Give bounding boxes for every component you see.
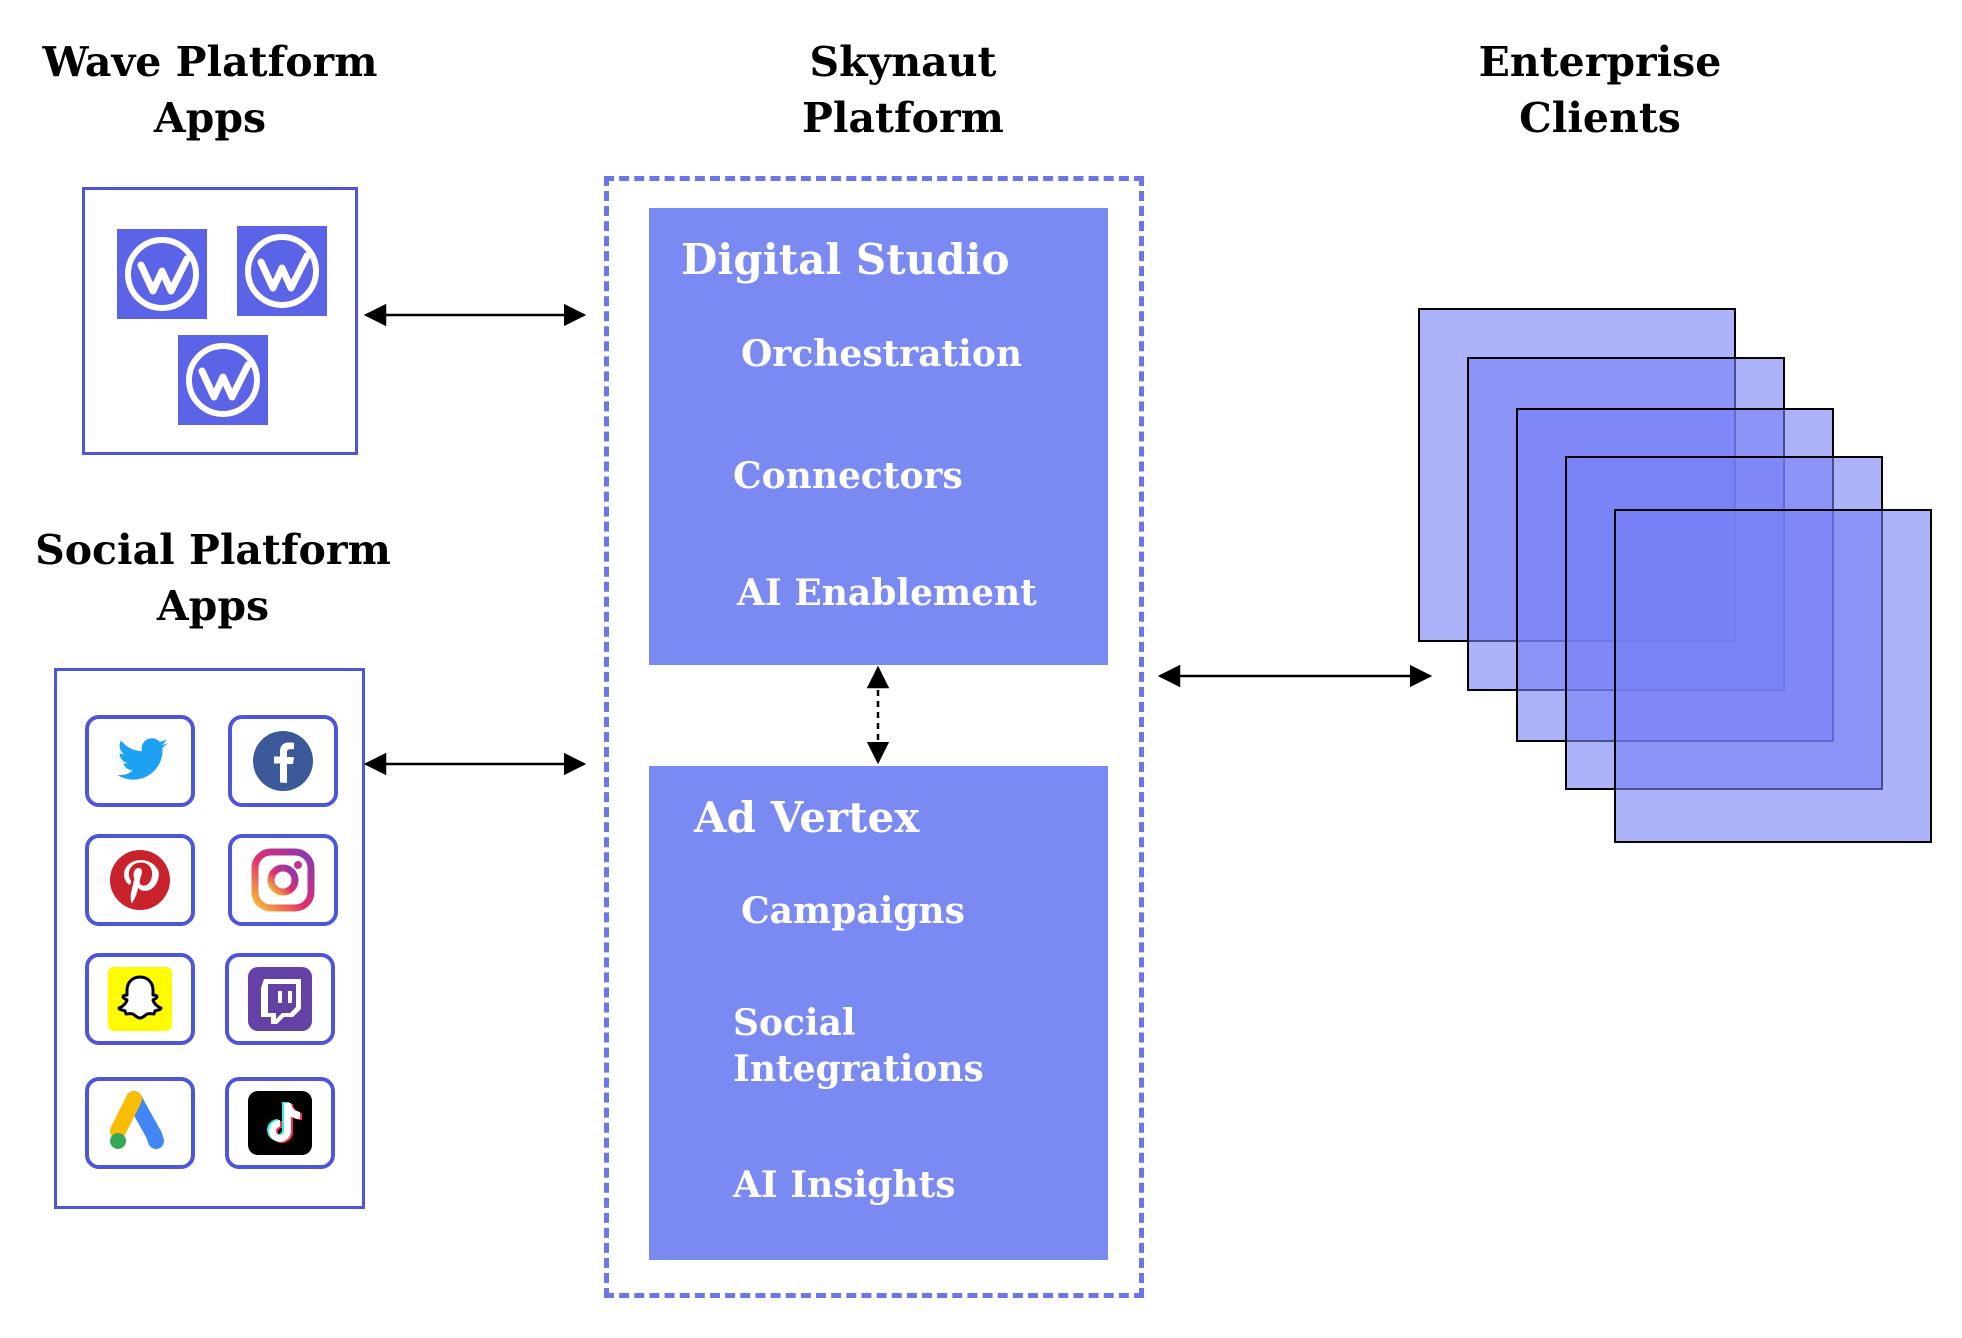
- wave-platform-heading: Wave Platform Apps: [0, 34, 470, 146]
- twitch-icon: [225, 953, 335, 1045]
- heading-line: Enterprise: [1478, 38, 1722, 86]
- social-apps-box: [54, 668, 365, 1209]
- ai-insights-label: AI Insights: [733, 1164, 956, 1206]
- enterprise-client-square: [1614, 509, 1932, 843]
- heading-line: Skynaut: [809, 38, 997, 86]
- digital-studio-title: Digital Studio: [681, 235, 1010, 284]
- orchestration-label: Orchestration: [741, 333, 1023, 375]
- campaigns-label: Campaigns: [741, 890, 965, 932]
- heading-line: Wave Platform: [42, 38, 378, 86]
- ai-enablement-label: AI Enablement: [737, 572, 1037, 614]
- wave-logo-icon: [117, 229, 207, 319]
- enterprise-clients-heading: Enterprise Clients: [1340, 34, 1860, 146]
- facebook-icon: [228, 715, 338, 807]
- social-platform-heading: Social Platform Apps: [0, 522, 473, 634]
- social-integrations-label: Social Integrations: [733, 1002, 984, 1090]
- wave-apps-box: [82, 187, 358, 455]
- tiktok-icon: [225, 1077, 335, 1169]
- twitter-icon: [85, 715, 195, 807]
- instagram-icon: [228, 834, 338, 926]
- google-ads-icon: [85, 1077, 195, 1169]
- skynaut-platform-heading: Skynaut Platform: [643, 34, 1163, 146]
- heading-line: Clients: [1519, 94, 1681, 142]
- wave-logo-icon: [237, 226, 327, 316]
- digital-studio-panel: Digital Studio Orchestration Connectors …: [649, 208, 1108, 665]
- heading-line: Apps: [153, 94, 267, 142]
- connectors-label: Connectors: [733, 455, 963, 497]
- heading-line: Apps: [156, 582, 270, 630]
- pinterest-icon: [85, 834, 195, 926]
- ad-vertex-panel: Ad Vertex Campaigns Social Integrations …: [649, 766, 1108, 1260]
- heading-line: Social Platform: [35, 526, 391, 574]
- ad-vertex-title: Ad Vertex: [694, 793, 920, 842]
- wave-logo-icon: [178, 335, 268, 425]
- snapchat-icon: [85, 953, 195, 1045]
- skynaut-platform-frame: [604, 176, 1144, 1298]
- heading-line: Platform: [802, 94, 1004, 142]
